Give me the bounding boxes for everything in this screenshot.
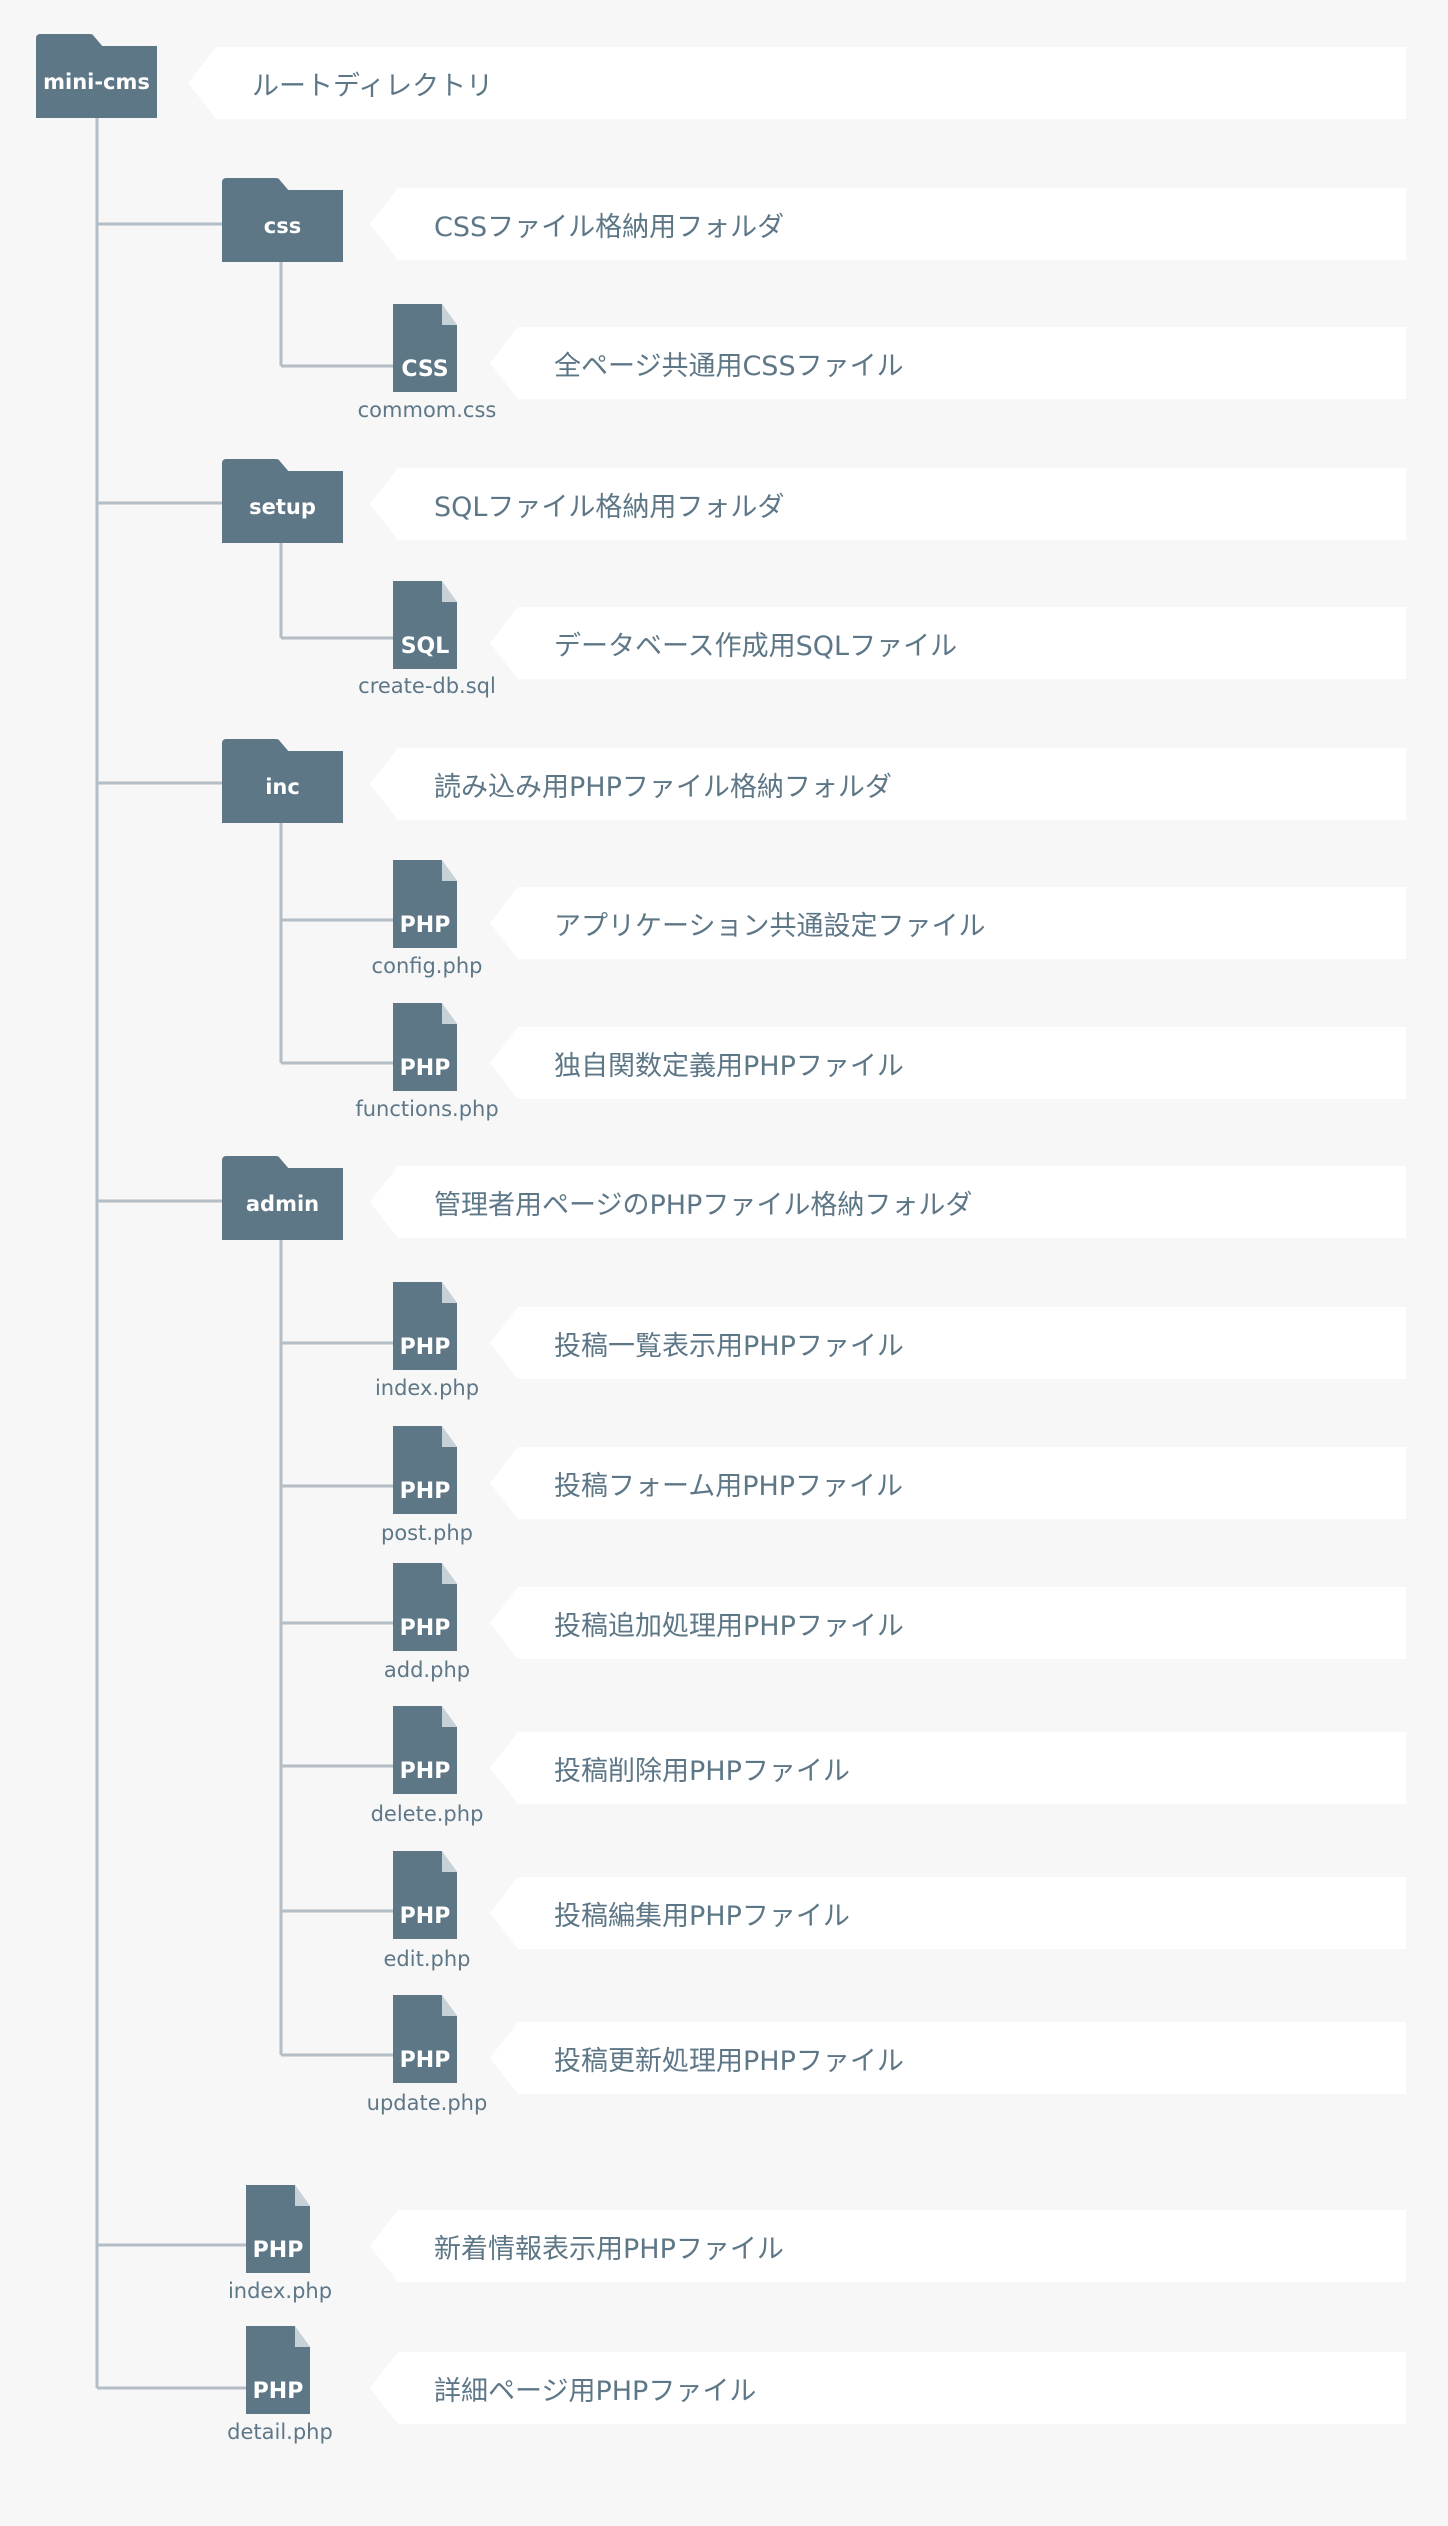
sql-file-description: データベース作成用SQLファイル bbox=[490, 607, 1406, 679]
edit-file-name: edit.php bbox=[383, 1947, 471, 1971]
edit-file-icon: PHP bbox=[393, 1851, 457, 1939]
css-file-name: commom.css bbox=[357, 398, 497, 422]
config-file-name: config.php bbox=[371, 954, 483, 978]
edit-file-description: 投稿編集用PHPファイル bbox=[490, 1877, 1406, 1949]
css-folder-icon: css bbox=[222, 178, 343, 262]
config-file-badge: PHP bbox=[399, 913, 451, 938]
css-folder-description: CSSファイル格納用フォルダ bbox=[370, 188, 1406, 260]
post-file-badge: PHP bbox=[399, 1479, 451, 1504]
inc-folder-name: inc bbox=[222, 751, 343, 823]
admin-folder-description: 管理者用ページのPHPファイル格納フォルダ bbox=[370, 1166, 1406, 1238]
update-file-name: update.php bbox=[366, 2091, 488, 2115]
functions-file-badge: PHP bbox=[399, 1056, 451, 1081]
root-index-file-icon: PHP bbox=[246, 2185, 310, 2273]
functions-file-name: functions.php bbox=[355, 1097, 499, 1121]
css-file-badge: CSS bbox=[401, 357, 449, 382]
admin-index-file-name: index.php bbox=[374, 1376, 480, 1400]
css-file-icon: CSS bbox=[393, 304, 457, 392]
config-file-description: アプリケーション共通設定ファイル bbox=[490, 887, 1406, 959]
delete-file-description: 投稿削除用PHPファイル bbox=[490, 1732, 1406, 1804]
delete-file-icon: PHP bbox=[393, 1706, 457, 1794]
add-file-description: 投稿追加処理用PHPファイル bbox=[490, 1587, 1406, 1659]
update-file-description: 投稿更新処理用PHPファイル bbox=[490, 2022, 1406, 2094]
add-file-badge: PHP bbox=[399, 1616, 451, 1641]
admin-index-file-icon: PHP bbox=[393, 1282, 457, 1370]
root-detail-file-badge: PHP bbox=[252, 2379, 304, 2404]
config-file-icon: PHP bbox=[393, 860, 457, 948]
root-index-file-description: 新着情報表示用PHPファイル bbox=[370, 2210, 1406, 2282]
admin-index-file-description: 投稿一覧表示用PHPファイル bbox=[490, 1307, 1406, 1379]
functions-file-icon: PHP bbox=[393, 1003, 457, 1091]
root-detail-file-description: 詳細ページ用PHPファイル bbox=[370, 2352, 1406, 2424]
setup-folder-description: SQLファイル格納用フォルダ bbox=[370, 468, 1406, 540]
css-file-description: 全ページ共通用CSSファイル bbox=[490, 327, 1406, 399]
setup-folder-name: setup bbox=[222, 471, 343, 543]
post-file-icon: PHP bbox=[393, 1426, 457, 1514]
delete-file-name: delete.php bbox=[370, 1802, 484, 1826]
root-folder-name: mini-cms bbox=[36, 46, 157, 118]
delete-file-badge: PHP bbox=[399, 1759, 451, 1784]
inc-folder-description: 読み込み用PHPファイル格納フォルダ bbox=[370, 748, 1406, 820]
functions-file-description: 独自関数定義用PHPファイル bbox=[490, 1027, 1406, 1099]
root-description: ルートディレクトリ bbox=[188, 47, 1406, 119]
update-file-icon: PHP bbox=[393, 1995, 457, 2083]
update-file-badge: PHP bbox=[399, 2048, 451, 2073]
inc-folder-icon: inc bbox=[222, 739, 343, 823]
root-index-file-name: index.php bbox=[227, 2279, 333, 2303]
add-file-name: add.php bbox=[383, 1658, 471, 1682]
sql-file-icon: SQL bbox=[393, 581, 457, 669]
admin-index-file-badge: PHP bbox=[399, 1335, 451, 1360]
root-detail-file-icon: PHP bbox=[246, 2326, 310, 2414]
root-folder-icon: mini-cms bbox=[36, 34, 157, 118]
root-detail-file-name: detail.php bbox=[227, 2420, 333, 2444]
admin-folder-name: admin bbox=[222, 1168, 343, 1240]
post-file-name: post.php bbox=[381, 1521, 473, 1545]
root-index-file-badge: PHP bbox=[252, 2238, 304, 2263]
css-folder-name: css bbox=[222, 190, 343, 262]
post-file-description: 投稿フォーム用PHPファイル bbox=[490, 1447, 1406, 1519]
setup-folder-icon: setup bbox=[222, 459, 343, 543]
sql-file-badge: SQL bbox=[400, 634, 450, 659]
sql-file-name: create-db.sql bbox=[358, 674, 496, 698]
add-file-icon: PHP bbox=[393, 1563, 457, 1651]
admin-folder-icon: admin bbox=[222, 1156, 343, 1240]
edit-file-badge: PHP bbox=[399, 1904, 451, 1929]
